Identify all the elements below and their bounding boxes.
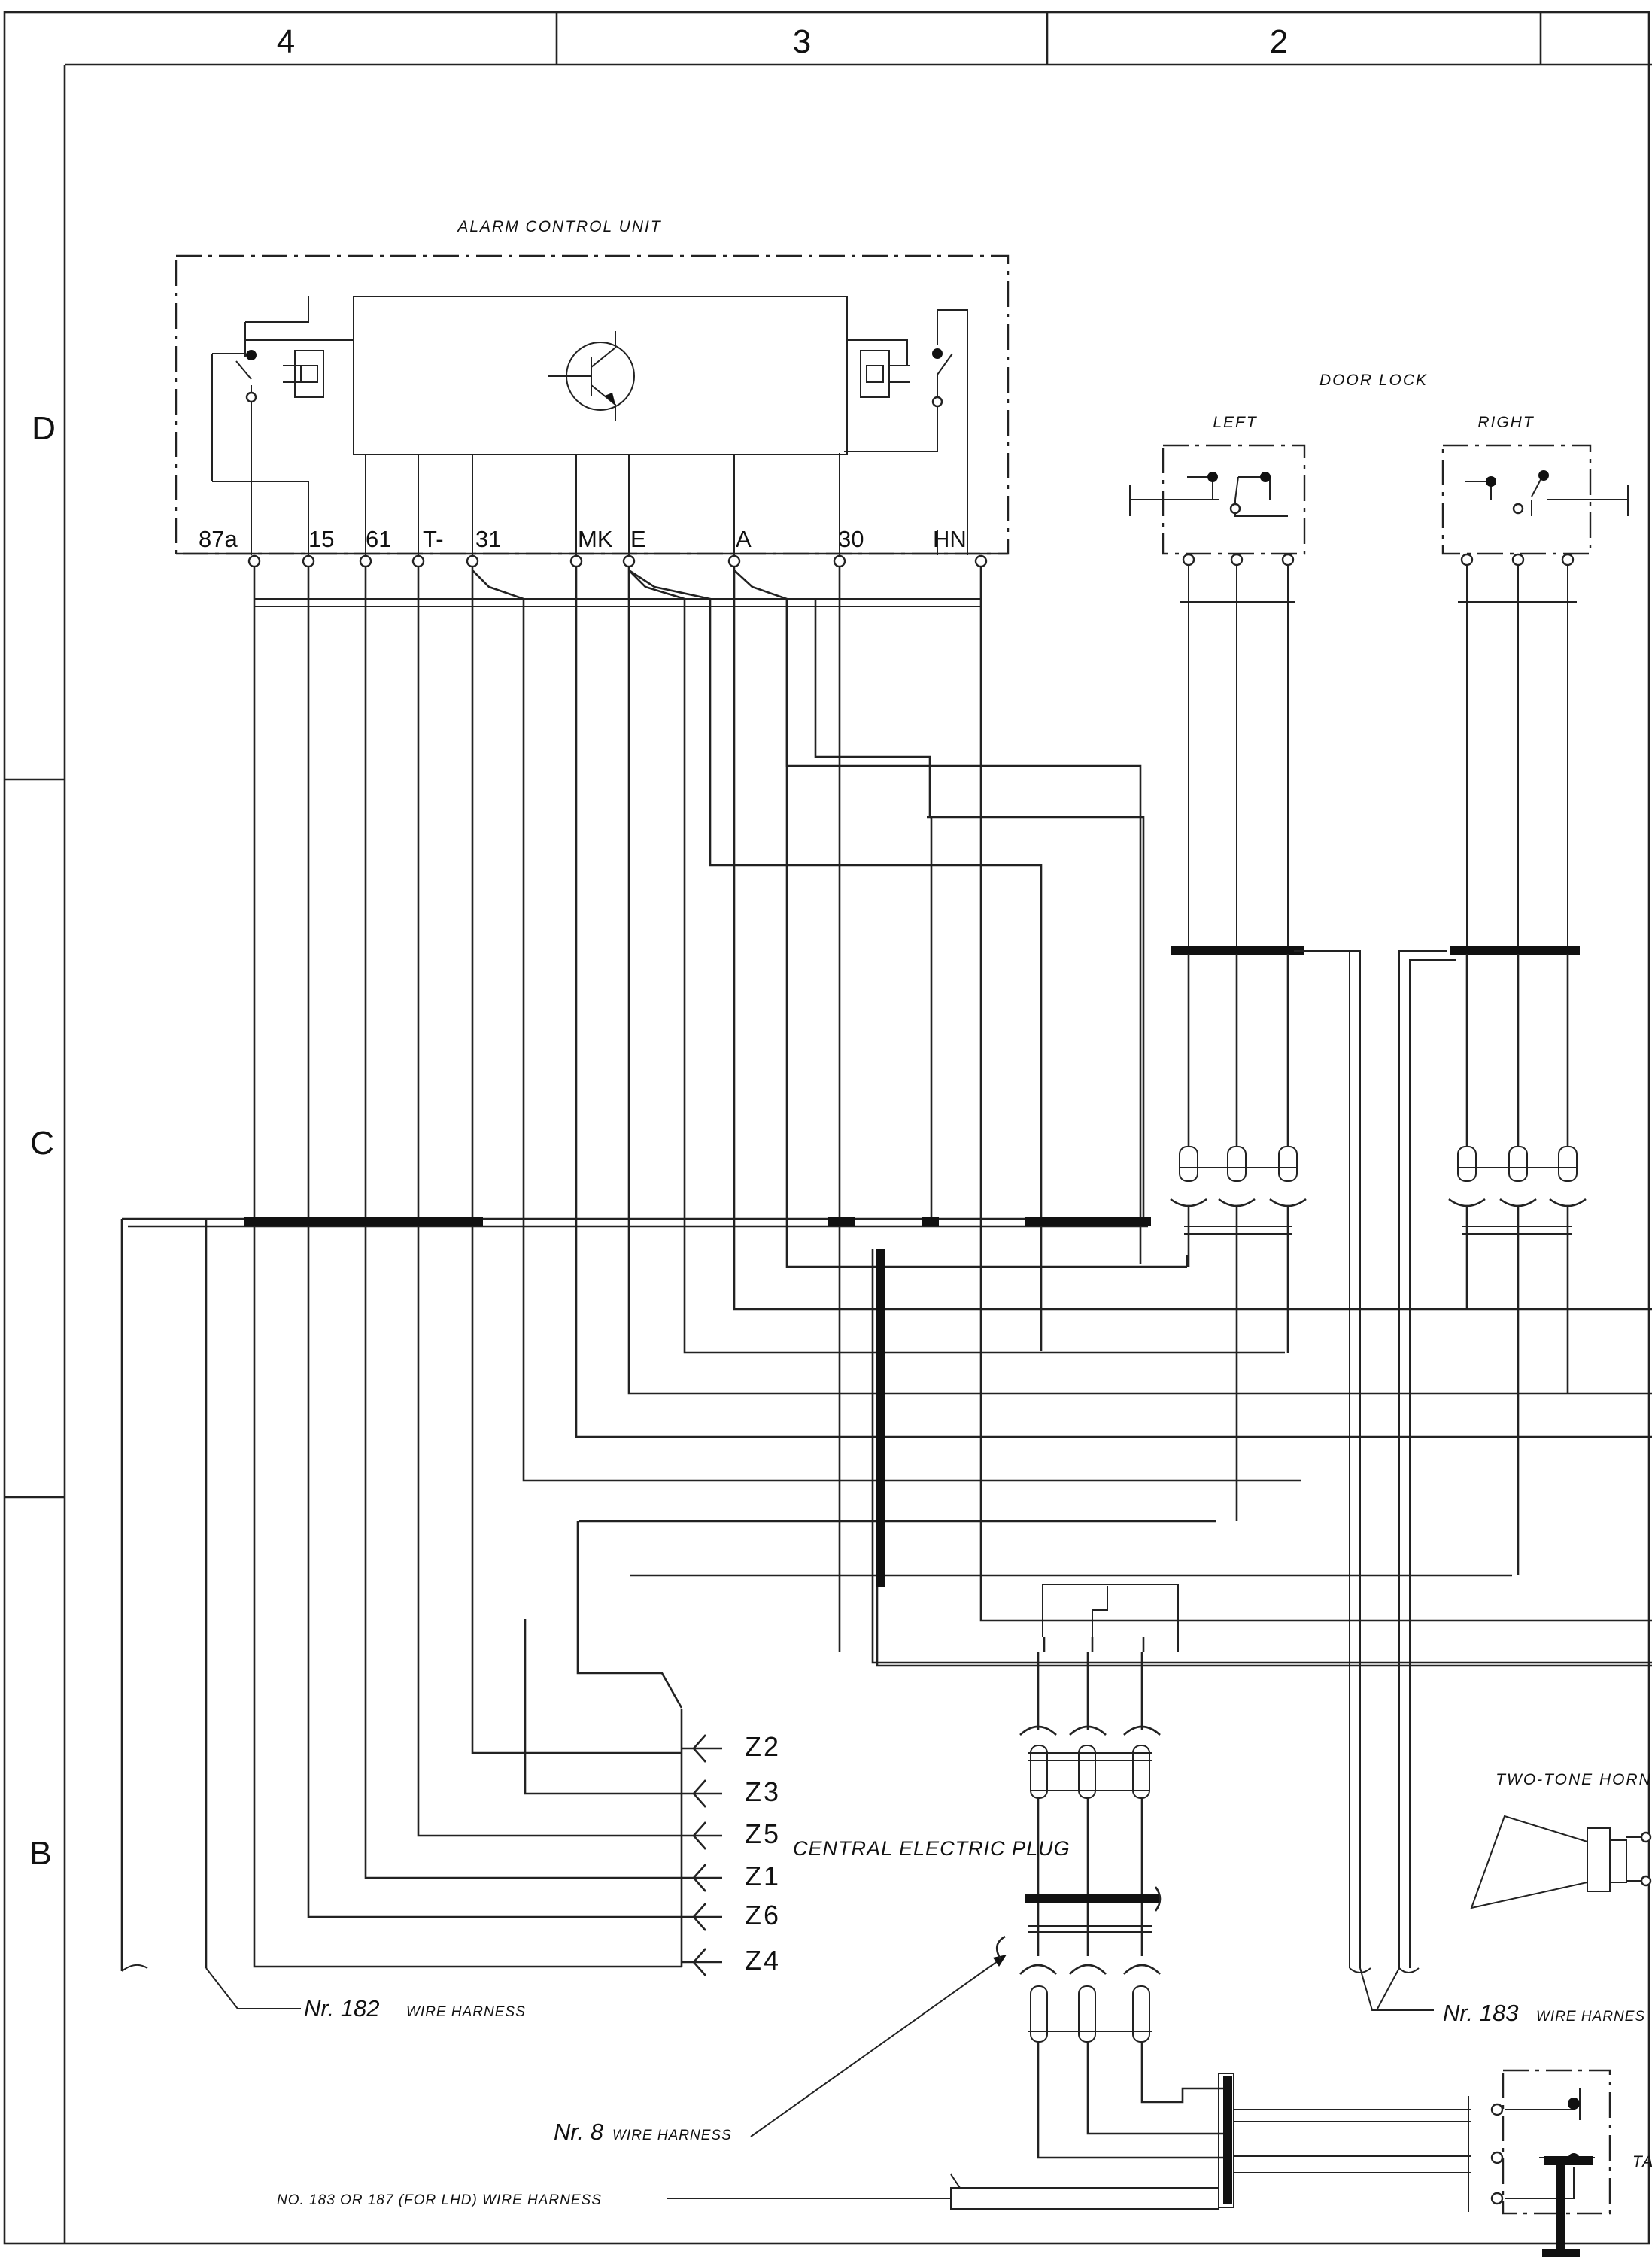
alarm-module-box bbox=[353, 296, 848, 455]
harness-183-callout: Nr. 183 WIRE HARNES bbox=[1349, 1967, 1645, 2026]
door-lock-right-label: RIGHT bbox=[1477, 414, 1535, 431]
harness-182-label: WIRE HARNESS bbox=[406, 2004, 526, 2020]
harness-182-number: Nr. 182 bbox=[304, 1995, 380, 2022]
harness-182-callout: Nr. 182 WIRE HARNESS bbox=[121, 1964, 526, 2022]
pin-31: 31 bbox=[475, 526, 501, 552]
harness-8-label: WIRE HARNESS bbox=[612, 2128, 732, 2143]
zone-row-d: D bbox=[32, 410, 56, 447]
zone-row-c: C bbox=[30, 1125, 54, 1162]
pin-87a: 87a bbox=[199, 526, 238, 552]
door-lock-title: DOOR LOCK bbox=[1319, 372, 1428, 389]
horn-icon bbox=[1470, 1815, 1588, 1909]
plug-contact-z6: Z6 bbox=[745, 1900, 781, 1930]
central-electric-plug: Z2 Z3 Z5 Z1 Z6 Z4 CENTRAL ELECTRIC PLUG bbox=[680, 1709, 1070, 1976]
plug-contact-z5: Z5 bbox=[745, 1818, 781, 1849]
door-lock-connectors bbox=[1170, 954, 1587, 1575]
harness-183-number: Nr. 183 bbox=[1443, 2000, 1519, 2026]
door-lock: DOOR LOCK LEFT RIGHT bbox=[1129, 372, 1629, 1968]
ta-label: TA bbox=[1632, 2153, 1652, 2170]
plug-contact-z1: Z1 bbox=[745, 1861, 781, 1891]
zone-column-2: 2 bbox=[1270, 23, 1288, 60]
harness-8-number: Nr. 8 bbox=[554, 2119, 604, 2145]
wiring-harness-182 bbox=[120, 567, 1652, 1971]
alarm-terminals bbox=[247, 554, 988, 568]
pin-t-minus: T- bbox=[423, 526, 444, 552]
central-electric-plug-title: CENTRAL ELECTRIC PLUG bbox=[793, 1837, 1070, 1860]
two-tone-horns: TWO-TONE HORNS bbox=[1470, 1771, 1652, 1909]
door-lock-left-label: LEFT bbox=[1213, 414, 1258, 431]
zone-column-3: 3 bbox=[793, 23, 811, 60]
ta-component: TA bbox=[1490, 2069, 1652, 2257]
zone-column-4: 4 bbox=[277, 23, 295, 60]
pin-hn: HN bbox=[933, 526, 967, 552]
door-lock-right bbox=[1398, 444, 1629, 1968]
relay-right bbox=[839, 309, 968, 555]
door-lock-left bbox=[1129, 444, 1361, 1968]
plug-contact-z2: Z2 bbox=[745, 1731, 781, 1762]
pin-15: 15 bbox=[308, 526, 334, 552]
pin-30: 30 bbox=[838, 526, 864, 552]
alarm-control-unit-title: ALARM CONTROL UNIT bbox=[456, 218, 661, 235]
harness-183-label: WIRE HARNES bbox=[1536, 2009, 1645, 2025]
alarm-pin-labels: 87a 15 61 T- 31 MK E A 30 HN bbox=[199, 526, 967, 552]
two-tone-horns-title: TWO-TONE HORNS bbox=[1496, 1771, 1652, 1788]
harness-183-187-callout: NO. 183 OR 187 (FOR LHD) WIRE HARNESS bbox=[277, 2173, 1219, 2210]
pin-a: A bbox=[736, 526, 752, 552]
relay-left bbox=[211, 296, 354, 555]
alarm-control-unit: ALARM CONTROL UNIT 87a bbox=[175, 218, 1010, 555]
transistor-symbol bbox=[548, 331, 635, 421]
pin-61: 61 bbox=[366, 526, 391, 552]
harness-183-187-label: NO. 183 OR 187 (FOR LHD) WIRE HARNESS bbox=[277, 2192, 602, 2208]
harness-8-callout: Nr. 8 WIRE HARNESS bbox=[554, 1935, 1007, 2145]
plug-contact-z3: Z3 bbox=[745, 1776, 781, 1807]
harness-8-connectors bbox=[1019, 1584, 1471, 2212]
plug-contact-z4: Z4 bbox=[745, 1945, 781, 1976]
sheet-frame: 4 3 2 D C B bbox=[3, 11, 1652, 2245]
pin-mk: MK bbox=[578, 526, 613, 552]
zone-row-b: B bbox=[29, 1835, 51, 1872]
pin-e: E bbox=[630, 526, 646, 552]
